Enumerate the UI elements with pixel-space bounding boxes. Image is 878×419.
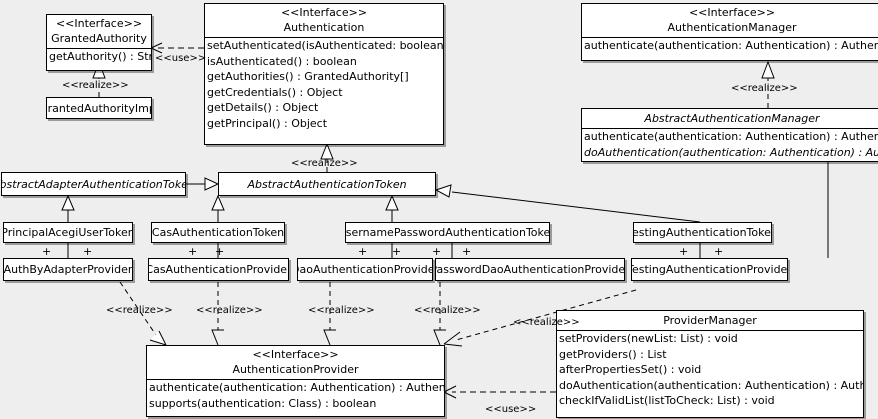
class-header: <<Interface>> Authentication [205,4,443,37]
class-name: Authentication [283,21,365,34]
class-name: GrantedAuthority [51,32,147,45]
class-cas-authentication-token[interactable]: CasAuthenticationToken [151,222,285,243]
operation: checkIfValidList(listToCheck: List) : vo… [559,394,775,407]
stereotype-label: <<Interface>> [252,348,339,361]
association-marker-plus: + [432,245,442,258]
class-name: TestingAuthenticationProvider [631,263,788,276]
class-abstract-authentication-manager[interactable]: AbstractAuthenticationManager authentica… [581,108,878,162]
operation: setAuthenticated(isAuthenticated: boolea… [207,39,444,52]
operation: afterPropertiesSet() : void [559,363,702,376]
edge-label-use-authentication-granted-authority: <<use>> [155,53,207,64]
association-marker-plus: + [714,245,724,258]
association-marker-plus: + [83,245,93,258]
class-authentication-provider[interactable]: <<Interface>> AuthenticationProvider aut… [146,345,445,417]
edge-label-realize-dao-authentication-provider: <<realize>> [308,305,375,316]
edge-label-realize-auth-by-adapter-provider: <<realize>> [106,305,173,316]
operation: doAuthentication(authentication: Authent… [559,378,863,392]
class-header: <<Interface>> AuthenticationManager [582,4,878,37]
operation: authenticate(authentication: Authenticat… [149,381,444,394]
class-name: AbstractAuthenticationToken [247,177,407,191]
class-name: UsernamePasswordAuthenticationToken [345,226,550,239]
stereotype-label: <<Interface>> [688,6,776,19]
association-marker-plus: + [462,245,472,258]
operation: doAuthentication(authentication: Authent… [584,145,878,159]
class-abstract-adapter-authentication-token[interactable]: AbstractAdapterAuthenticationToken [1,172,186,196]
class-name: ProviderManager [663,314,757,327]
class-provider-manager[interactable]: ProviderManager setProviders(newList: Li… [556,310,864,418]
class-auth-by-adapter-provider[interactable]: AuthByAdapterProvider [3,258,133,281]
edge-label-realize-cas-authentication-provider: <<realize>> [196,305,263,316]
class-name: PrincipalAcegiUserToken [3,226,133,239]
operation: getDetails() : Object [207,101,319,114]
edge-label-use-provider-manager: <<use>> [485,404,537,415]
class-cas-authentication-provider[interactable]: CasAuthenticationProvider [148,258,289,281]
class-header: <<Interface>> GrantedAuthority [47,15,151,48]
class-name: AbstractAdapterAuthenticationToken [1,177,186,191]
class-password-dao-authentication-provider[interactable]: PasswordDaoAuthenticationProvider [435,258,625,281]
class-header: AbstractAuthenticationManager [582,109,878,128]
operations-compartment: authenticate(authentication: Authenticat… [582,128,878,160]
class-granted-authority[interactable]: <<Interface>> GrantedAuthority getAuthor… [46,14,152,71]
stereotype-label: <<Interface>> [280,6,368,19]
operation: authenticate(authentication: Authenticat… [584,130,878,143]
class-name: TestingAuthenticationToken [633,226,772,239]
stereotype-label: <<Interface>> [55,17,143,30]
association-marker-plus: + [358,245,368,258]
edge-label-realize-abstract-authentication-manager: <<realize>> [731,83,798,94]
edge-label-realize-granted-authority-impl: <<realize>> [62,80,129,91]
operations-compartment: authenticate(authentication: Authenticat… [582,37,878,54]
association-marker-plus: + [392,245,402,258]
association-marker-plus: + [215,245,225,258]
operations-compartment: setAuthenticated(isAuthenticated: boolea… [205,37,443,131]
operation: isAuthenticated() : boolean [207,54,357,68]
class-name: AuthByAdapterProvider [3,263,133,276]
edge-label-realize-password-dao-authentication-provider: <<realize>> [414,305,481,316]
class-name: PasswordDaoAuthenticationProvider [435,263,625,276]
operation: getAuthorities() : GrantedAuthority[] [207,70,409,83]
operation: authenticate(authentication: Authenticat… [584,39,878,52]
class-abstract-authentication-token[interactable]: AbstractAuthenticationToken [218,172,436,196]
class-dao-authentication-provider[interactable]: DaoAuthenticationProvider [297,258,433,281]
class-name: AbstractAuthenticationManager [644,112,820,125]
class-name: AuthenticationManager [667,21,797,34]
operations-compartment: authenticate(authentication: Authenticat… [147,379,444,411]
class-granted-authority-impl[interactable]: GrantedAuthorityImpl [46,97,152,119]
class-name: AuthenticationProvider [232,363,359,376]
class-authentication[interactable]: <<Interface>> Authentication setAuthenti… [204,3,444,145]
class-name: DaoAuthenticationProvider [297,263,433,276]
operation: getAuthority() : String [49,50,152,63]
association-marker-plus: + [188,245,198,258]
edge-label-realize-testing-authentication-provider: <<realize>> [513,317,580,328]
operations-compartment: getAuthority() : String [47,48,151,65]
class-username-password-authentication-token[interactable]: UsernamePasswordAuthenticationToken [345,222,550,243]
operation: setProviders(newList: List) : void [559,332,738,345]
class-testing-authentication-token[interactable]: TestingAuthenticationToken [633,222,772,243]
class-header: <<Interface>> AuthenticationProvider [147,346,444,379]
class-authentication-manager[interactable]: <<Interface>> AuthenticationManager auth… [581,3,878,61]
class-name: CasAuthenticationProvider [148,263,289,276]
association-marker-plus: + [42,245,52,258]
class-name: CasAuthenticationToken [151,226,285,239]
operation: getProviders() : List [559,347,667,361]
association-marker-plus: + [679,245,689,258]
class-testing-authentication-provider[interactable]: TestingAuthenticationProvider [631,258,788,281]
operation: getCredentials() : Object [207,85,343,99]
operation: getPrincipal() : Object [207,116,328,130]
edge-label-realize-abstract-authentication-token: <<realize>> [291,158,358,169]
class-header: ProviderManager [557,311,863,330]
class-principal-acegi-user-token[interactable]: PrincipalAcegiUserToken [3,222,133,243]
operations-compartment: setProviders(newList: List) : void getPr… [557,330,863,409]
operation: supports(authentication: Class) : boolea… [149,396,377,410]
class-name: GrantedAuthorityImpl [47,101,151,115]
